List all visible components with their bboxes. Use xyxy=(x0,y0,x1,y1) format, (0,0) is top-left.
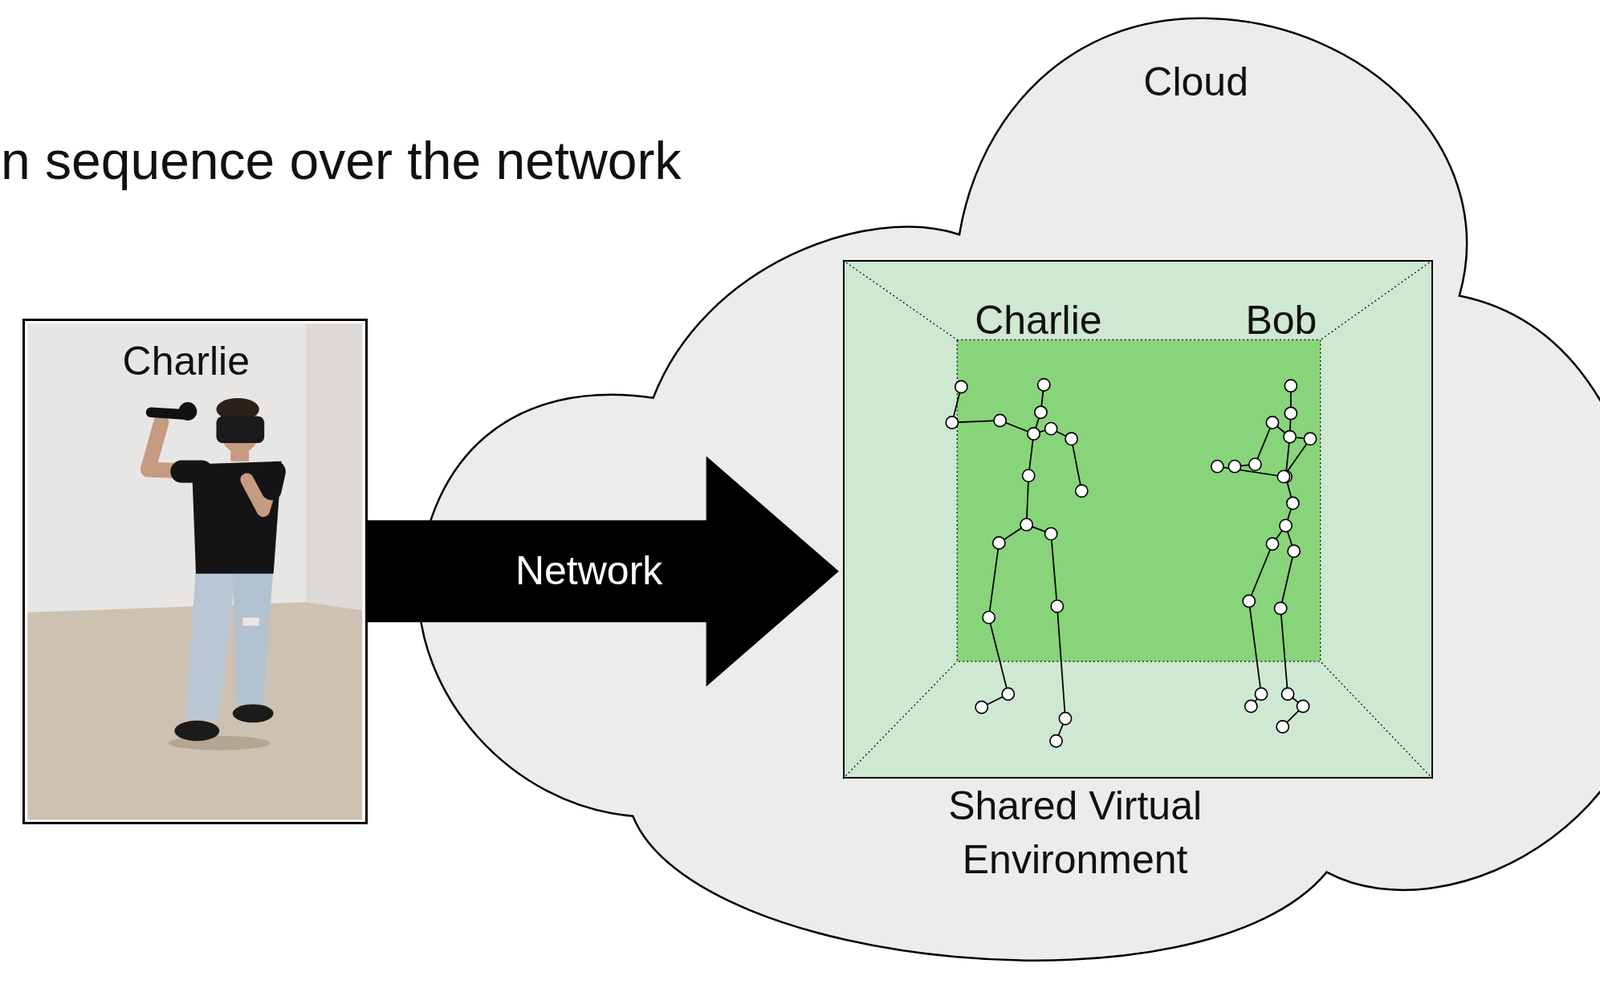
skeleton-joints xyxy=(1211,379,1317,733)
skeleton-figure xyxy=(952,384,1082,741)
vr-controller xyxy=(178,402,197,421)
sleeve xyxy=(271,472,276,491)
node-label: Charlie xyxy=(974,297,1102,345)
label-slot: Bob xyxy=(1245,297,1317,345)
node-label: Charlie xyxy=(122,338,250,386)
label-slot: Cloud xyxy=(1143,59,1249,106)
slide-title: n sequence over the network xyxy=(0,130,682,192)
photo-margin xyxy=(22,318,368,826)
room-floor-walls xyxy=(842,260,1434,779)
block-arrow xyxy=(367,455,839,687)
label-slot: Charlie xyxy=(974,297,1102,345)
edge-label: Network xyxy=(515,548,663,595)
label-slot: Charlie xyxy=(122,338,250,386)
sleeve xyxy=(181,460,202,484)
room-perspective-lines xyxy=(842,260,1434,779)
virtual-room xyxy=(842,260,1434,779)
photo-wall xyxy=(27,323,363,820)
node-label: Bob xyxy=(1245,297,1317,345)
shoe xyxy=(232,704,274,723)
photo-frame: Charlie xyxy=(22,318,368,825)
label-slot: Shared Virtual Environment xyxy=(881,779,1270,888)
jeans-rip xyxy=(243,617,260,626)
vr-user-photo xyxy=(22,318,368,826)
shoe xyxy=(174,720,220,741)
photo-side-wall xyxy=(305,323,363,611)
virtual-environment-box: CharlieBobShared Virtual Environment xyxy=(842,260,1434,779)
room-back-wall xyxy=(956,339,1320,662)
node-label: Cloud xyxy=(1143,59,1249,106)
title-slot: n sequence over the network xyxy=(0,130,682,192)
edge-label-slot: Network xyxy=(515,548,663,595)
skeleton-figure xyxy=(1217,386,1311,728)
skeleton-joints xyxy=(945,378,1088,748)
node-label: Shared Virtual Environment xyxy=(881,779,1270,888)
jeans-leg xyxy=(232,566,274,707)
jeans-leg xyxy=(185,566,237,721)
vr-headset xyxy=(215,416,265,444)
